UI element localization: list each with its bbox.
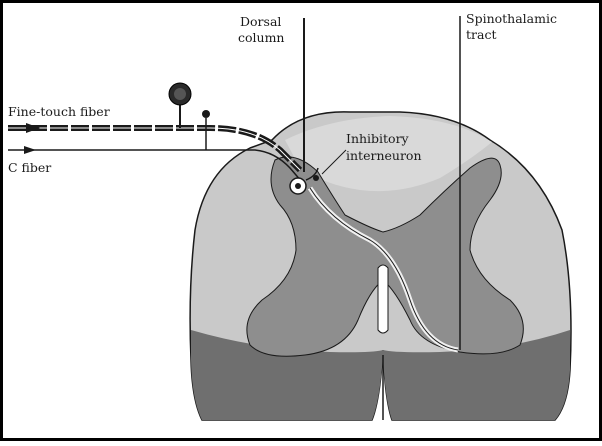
label-spinothalamic-line2: tract <box>466 27 496 42</box>
label-dorsal-line2: column <box>238 30 284 45</box>
central-canal <box>378 265 388 333</box>
label-spinothalamic-line1: Spinothalamic <box>466 11 557 26</box>
label-inhibitory-line2: interneuron <box>346 148 422 163</box>
label-inhibitory-line1: Inhibitory <box>346 131 410 146</box>
ganglion-nucleus <box>174 88 186 100</box>
label-fine-touch-fiber: Fine-touch fiber <box>8 104 110 119</box>
inhibitory-interneuron-nucleus <box>295 183 301 189</box>
label-dorsal-line1: Dorsal <box>240 14 281 29</box>
label-c-fiber: C fiber <box>8 160 51 175</box>
synapse-terminal <box>313 175 319 181</box>
ganglion-cell-body-small <box>202 110 210 118</box>
